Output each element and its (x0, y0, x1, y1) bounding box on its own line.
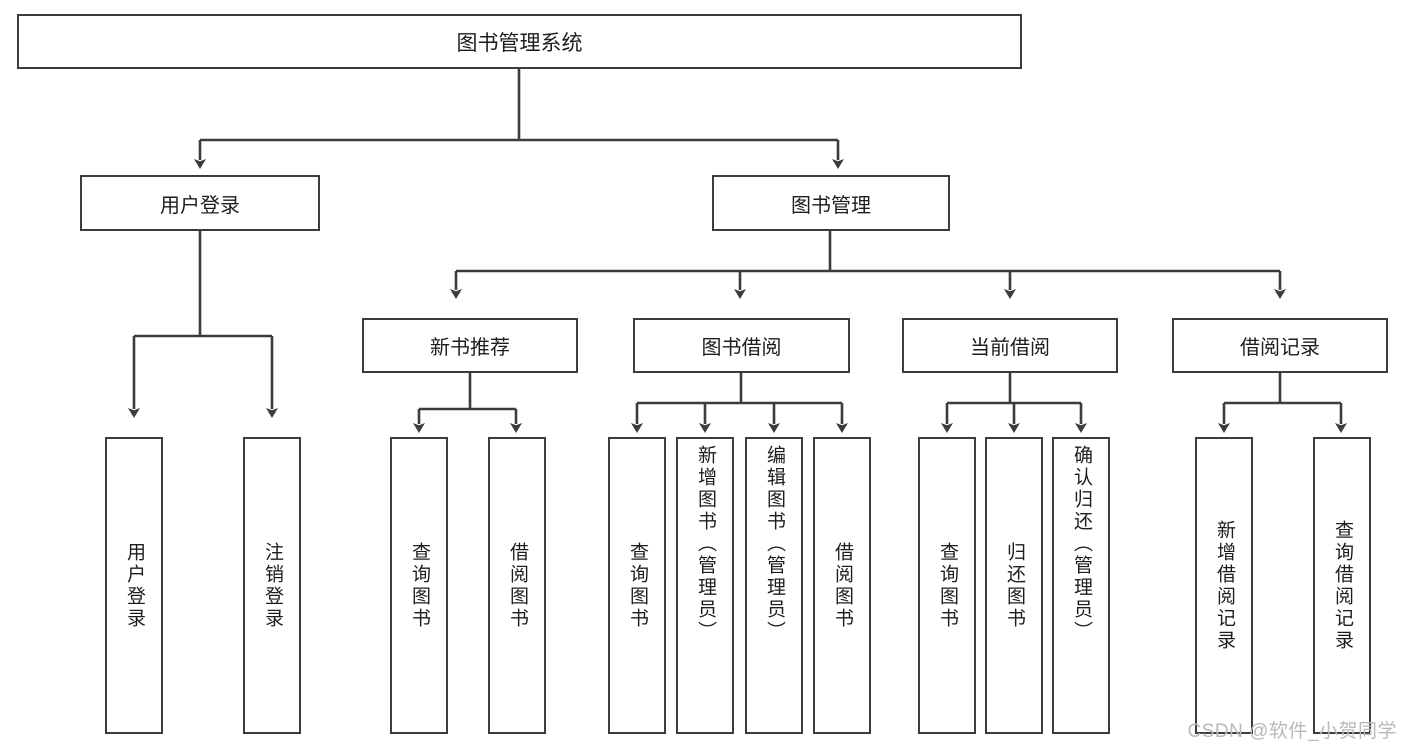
leaf-inner: 确认归还（管理员） (1054, 439, 1108, 732)
leaf-inner: 查询图书 (392, 439, 446, 732)
leaf-label: 借阅图书 (831, 541, 853, 630)
leaf-label: 查询图书 (408, 541, 430, 630)
leaf-current-return-book[interactable]: 归还图书 (985, 437, 1043, 734)
leaf-new-book-borrow[interactable]: 借阅图书 (488, 437, 546, 734)
leaf-inner: 注销登录 (245, 439, 299, 732)
leaf-inner: 借阅图书 (490, 439, 544, 732)
leaf-inner: 借阅图书 (815, 439, 869, 732)
leaf-label: 借阅图书 (506, 541, 528, 630)
leaf-borrow-edit-book[interactable]: 编辑图书（管理员） (745, 437, 803, 734)
leaf-record-query[interactable]: 查询借阅记录 (1313, 437, 1371, 734)
leaf-label: 查询图书 (936, 541, 958, 630)
leaf-inner: 归还图书 (987, 439, 1041, 732)
leaf-current-confirm-return[interactable]: 确认归还（管理员） (1052, 437, 1110, 734)
node-book-borrow-label: 图书借阅 (701, 337, 782, 359)
leaf-user-login-login[interactable]: 用户登录 (105, 437, 163, 734)
leaf-borrow-query-book[interactable]: 查询图书 (608, 437, 666, 734)
node-root[interactable]: 图书管理系统 (17, 14, 1022, 69)
node-current-borrow-label: 当前借阅 (970, 337, 1050, 359)
node-root-label: 图书管理系统 (456, 31, 583, 55)
leaf-user-login-logout[interactable]: 注销登录 (243, 437, 301, 734)
node-book-management-label: 图书管理 (791, 194, 871, 217)
leaf-inner: 查询借阅记录 (1315, 439, 1369, 732)
leaf-record-add[interactable]: 新增借阅记录 (1195, 437, 1253, 734)
leaf-label: 确认归还（管理员） (1070, 445, 1092, 643)
leaf-label: 归还图书 (1003, 541, 1025, 630)
node-user-login-label: 用户登录 (160, 194, 240, 217)
node-new-book-recommend-label: 新书推荐 (430, 337, 510, 359)
leaf-inner: 编辑图书（管理员） (747, 439, 801, 732)
node-borrow-record[interactable]: 借阅记录 (1172, 318, 1388, 373)
node-user-login[interactable]: 用户登录 (80, 175, 320, 231)
node-current-borrow[interactable]: 当前借阅 (902, 318, 1118, 373)
leaf-label: 新增借阅记录 (1213, 519, 1235, 652)
node-book-borrow[interactable]: 图书借阅 (633, 318, 850, 373)
leaf-label: 新增图书（管理员） (694, 445, 716, 643)
node-book-management[interactable]: 图书管理 (712, 175, 950, 231)
leaf-label: 注销登录 (261, 541, 283, 630)
leaf-inner: 查询图书 (920, 439, 974, 732)
node-new-book-recommend[interactable]: 新书推荐 (362, 318, 578, 373)
leaf-borrow-borrow-book[interactable]: 借阅图书 (813, 437, 871, 734)
leaf-new-book-query[interactable]: 查询图书 (390, 437, 448, 734)
node-borrow-record-label: 借阅记录 (1240, 337, 1320, 359)
leaf-current-query-book[interactable]: 查询图书 (918, 437, 976, 734)
leaf-label: 查询借阅记录 (1331, 519, 1353, 652)
leaf-inner: 新增图书（管理员） (678, 439, 732, 732)
leaf-borrow-add-book[interactable]: 新增图书（管理员） (676, 437, 734, 734)
leaf-inner: 用户登录 (107, 439, 161, 732)
leaf-inner: 新增借阅记录 (1197, 439, 1251, 732)
leaf-inner: 查询图书 (610, 439, 664, 732)
watermark-text: CSDN @软件_小贺同学 (1187, 721, 1397, 742)
leaf-label: 编辑图书（管理员） (763, 445, 785, 643)
leaf-label: 查询图书 (626, 541, 648, 630)
leaf-label: 用户登录 (123, 541, 145, 630)
